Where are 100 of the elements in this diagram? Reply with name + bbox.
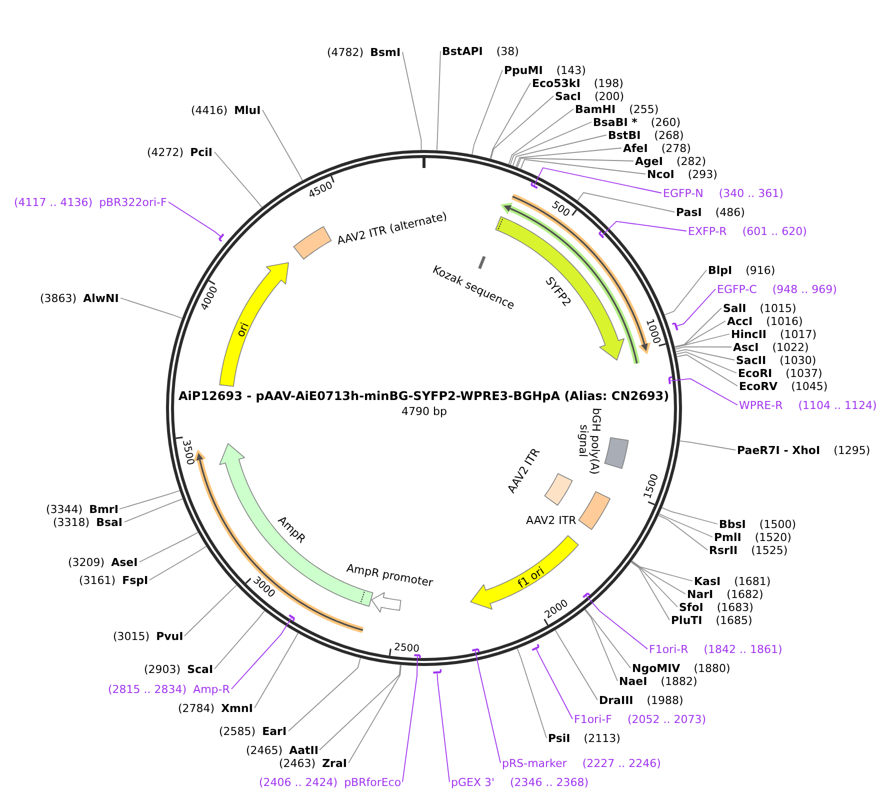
leader-line xyxy=(664,270,707,316)
leader-line xyxy=(536,648,573,720)
site-label: BstAPI (38) xyxy=(442,44,519,58)
leader-line xyxy=(510,122,592,166)
site-label: (3015) PvuI xyxy=(113,630,184,642)
tick-label: 4500 xyxy=(306,180,334,201)
primer-label: EGFP-N (340 .. 361) xyxy=(663,186,784,200)
site-label: SalI (1015) xyxy=(723,302,796,314)
site-label: PluTI (1685) xyxy=(671,614,752,626)
site-label: AccI (1016) xyxy=(727,314,803,328)
primer-label: EGFP-C (948 .. 969) xyxy=(717,282,837,296)
site-label: (3161) FspI xyxy=(79,574,148,586)
primer-label: WPRE-R (1104 .. 1124) xyxy=(739,398,877,412)
site-label: BamHI (255) xyxy=(575,102,659,116)
leader-line xyxy=(675,349,735,360)
primer-mark xyxy=(218,233,225,243)
site-label: (3209) AseI xyxy=(68,556,138,568)
site-label: NarI (1682) xyxy=(687,588,764,600)
leader-line xyxy=(584,608,631,668)
site-label: (3863) AlwNI xyxy=(40,292,119,304)
leader-line xyxy=(474,650,501,764)
leader-line xyxy=(676,288,716,326)
leader-line xyxy=(319,664,401,750)
leader-line xyxy=(139,532,198,562)
leader-line xyxy=(168,202,222,237)
site-label: PaeR7I - XhoI (1295) xyxy=(737,444,870,456)
site-label: NaeI (1882) xyxy=(619,674,698,688)
leader-line xyxy=(674,334,730,348)
leader-line xyxy=(348,664,402,764)
leader-line xyxy=(214,152,262,208)
leader-line xyxy=(124,498,183,522)
site-label: EcoRI (1037) xyxy=(738,366,822,380)
primer-label: EXFP-R (601 .. 620) xyxy=(688,224,807,238)
site-label: (4272) PciI xyxy=(147,146,213,158)
leader-line xyxy=(586,596,648,650)
site-label: (4782) BsmI xyxy=(327,46,401,58)
site-label: RsrII (1525) xyxy=(709,544,788,556)
site-label: DraIII (1988) xyxy=(599,694,684,706)
leader-line xyxy=(490,96,554,160)
tick-label: 1500 xyxy=(642,472,662,500)
site-label: AfeI (278) xyxy=(623,142,691,154)
primer-mark xyxy=(432,668,442,674)
leader-line xyxy=(436,50,441,151)
feature-label: AAV2 ITR xyxy=(526,514,576,527)
size-label: 4790 bp xyxy=(402,404,447,418)
leader-line xyxy=(674,308,722,348)
site-label: PmlI (1520) xyxy=(714,530,792,544)
leader-line xyxy=(662,507,718,524)
leader-line xyxy=(516,158,634,168)
primer-mark xyxy=(598,230,606,240)
leader-line xyxy=(516,148,622,168)
primer-label: pGEX 3' (2346 .. 2368) xyxy=(451,776,589,788)
primer-label: (2815 .. 2834) Amp-R xyxy=(108,682,230,696)
primer-mark xyxy=(531,642,540,651)
primer-label: F1ori-F (2052 .. 2073) xyxy=(574,712,706,726)
leader-line xyxy=(676,352,737,374)
leader-line xyxy=(288,658,361,732)
leader-line xyxy=(658,513,713,538)
site-label: (2784) XmnI xyxy=(178,702,253,714)
leader-line xyxy=(658,515,708,550)
site-label: NcoI (293) xyxy=(647,168,718,180)
tick-label: 3500 xyxy=(180,438,196,466)
site-label: (3344) BmrI xyxy=(46,502,118,516)
leader-line xyxy=(119,490,180,510)
leader-line xyxy=(630,562,670,620)
tick-label: 4000 xyxy=(198,284,220,313)
tick-label: 2500 xyxy=(393,642,420,655)
primer-mark xyxy=(413,654,422,660)
primer-label: F1ori-R (1842 .. 1861) xyxy=(649,642,782,656)
leader-line xyxy=(602,220,687,236)
site-label: Eco53kI (198) xyxy=(532,76,624,90)
leader-line xyxy=(670,378,738,406)
site-label: BlpI (916) xyxy=(708,264,776,276)
tick-label: 500 xyxy=(550,200,572,220)
site-label: (2585) EarI xyxy=(219,724,287,738)
leader-line xyxy=(512,134,607,166)
site-label: BsaBI * (260) xyxy=(593,116,681,128)
leader-line xyxy=(214,610,265,670)
site-label: SfoI (1683) xyxy=(679,600,754,614)
site-label: AscI (1022) xyxy=(733,340,809,354)
leader-line xyxy=(120,298,183,319)
leader-line xyxy=(577,192,675,212)
site-label: (4416) MluI xyxy=(191,104,261,116)
site-label: PpuMI (143) xyxy=(504,64,586,76)
leader-line xyxy=(402,52,422,150)
primer-mark xyxy=(288,614,296,623)
leader-line xyxy=(149,546,207,580)
leader-line xyxy=(436,673,450,782)
leader-line xyxy=(490,82,531,160)
site-label: PasI (486) xyxy=(676,206,745,218)
leader-line xyxy=(630,560,678,608)
site-label: PsiI (2113) xyxy=(548,732,620,744)
leader-line xyxy=(554,630,598,700)
site-label: (2465) AatII xyxy=(246,744,318,756)
feature-label: AmpR promoter xyxy=(346,562,434,590)
primer-mark xyxy=(670,322,678,331)
site-label: (2463) ZraI xyxy=(279,756,347,770)
site-label: HincII (1017) xyxy=(731,328,817,340)
leader-line xyxy=(674,346,732,350)
site-label: KasI (1681) xyxy=(694,574,771,588)
